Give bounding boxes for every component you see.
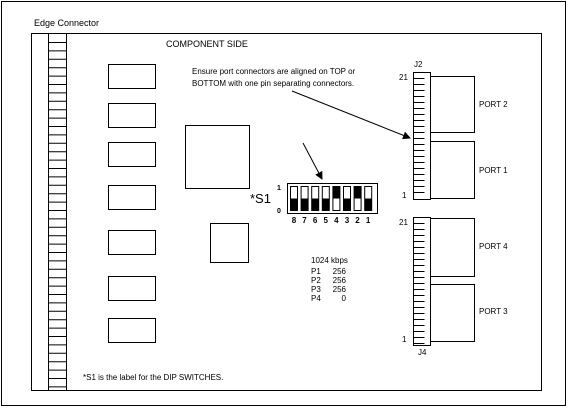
dip-off-label: 0 — [277, 208, 281, 215]
edge-connector-contacts — [48, 42, 67, 388]
port-2-box — [430, 76, 475, 133]
j4-label: J4 — [418, 348, 427, 357]
j2-pin-1: 1 — [402, 191, 407, 200]
outer-frame — [1, 1, 566, 406]
dip-switch-number: 8 — [292, 216, 297, 225]
component-7 — [108, 318, 156, 343]
dip-switch-knob — [343, 198, 351, 211]
component-4 — [108, 185, 156, 210]
edge-connector-label: Edge Connector — [34, 18, 99, 28]
dip-switch-levers — [290, 186, 373, 211]
port-1-label: PORT 1 — [479, 166, 508, 175]
connector-j2: J2 21 1 PORT 2 PORT 1 — [399, 60, 508, 200]
j4-header — [413, 217, 431, 346]
s1-label: *S1 — [250, 191, 271, 206]
edge-connector — [48, 33, 67, 391]
dip-footnote: *S1 is the label for the DIP SWITCHES. — [83, 373, 223, 382]
alignment-note-line-1: Ensure port connectors are aligned on TO… — [192, 67, 356, 76]
j2-pin-lines — [413, 78, 425, 193]
component-2 — [108, 103, 156, 128]
edge-connector-strip — [48, 33, 67, 391]
speed-row-port: P1 — [311, 267, 321, 276]
component-1 — [108, 64, 156, 89]
alignment-note-line-2: BOTTOM with one pin separating connector… — [192, 79, 354, 88]
port-3-box — [430, 284, 475, 342]
j2-label: J2 — [414, 60, 423, 69]
arrow-to-connector — [291, 90, 411, 140]
j2-header — [413, 72, 431, 200]
large-chip — [185, 125, 250, 189]
port-1-box — [430, 141, 475, 199]
dip-switch-number: 6 — [313, 216, 318, 225]
component-3 — [108, 142, 156, 167]
j4-pin-21: 21 — [399, 218, 408, 227]
port-3-label: PORT 3 — [479, 307, 508, 316]
dip-switch-number: 4 — [334, 216, 339, 225]
dip-switch-number: 3 — [345, 216, 350, 225]
component-5 — [108, 230, 156, 255]
component-6 — [108, 276, 156, 301]
dip-switch-knob — [290, 198, 298, 211]
speed-row-value: 256 — [333, 285, 347, 294]
port-4-label: PORT 4 — [479, 242, 508, 251]
dip-switch-knob — [364, 198, 372, 211]
dip-on-label: 1 — [277, 185, 281, 192]
dip-switch-knob — [311, 198, 319, 211]
j4-pin-1: 1 — [402, 335, 407, 344]
port-2-label: PORT 2 — [479, 100, 508, 109]
speed-table-header: 1024 kbps — [311, 256, 348, 265]
board-outline — [31, 33, 542, 391]
arrow-to-dip-switch — [302, 142, 323, 180]
small-chip — [210, 223, 249, 263]
speed-row-port: P2 — [311, 276, 321, 285]
dip-switch-number: 2 — [355, 216, 360, 225]
speed-row-value: 0 — [342, 294, 347, 303]
speed-row-port: P4 — [311, 294, 321, 303]
dip-switch-knob — [301, 198, 309, 211]
dip-switch-number: 7 — [302, 216, 307, 225]
dip-switch-number: 1 — [366, 216, 371, 225]
speed-row-value: 256 — [333, 276, 347, 285]
dip-switch-number: 5 — [324, 216, 329, 225]
dip-switch-knob — [322, 198, 330, 211]
connector-j4: 21 1 J4 PORT 4 PORT 3 — [399, 217, 508, 357]
j4-pin-lines — [413, 223, 425, 344]
speed-row-value: 256 — [333, 267, 347, 276]
dip-switch-knob — [354, 186, 362, 199]
component-side-label: COMPONENT SIDE — [166, 39, 248, 49]
speed-row-port: P3 — [311, 285, 321, 294]
components-column — [108, 64, 156, 343]
port-4-box — [430, 218, 475, 277]
dip-switch-knob — [332, 186, 340, 199]
j2-pin-21: 21 — [399, 73, 408, 82]
